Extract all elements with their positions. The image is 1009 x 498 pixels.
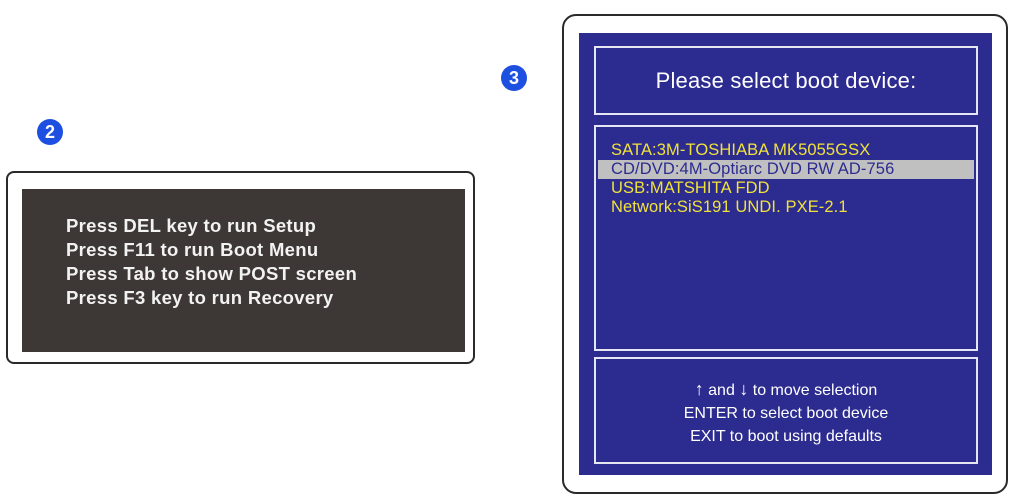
boot-menu-help-box: ↑ and ↓ to move selection ENTER to selec… — [594, 357, 978, 464]
boot-device-network[interactable]: Network:SiS191 UNDI. PXE-2.1 — [611, 198, 848, 216]
help-move-text: to move selection — [752, 382, 878, 399]
post-screen-frame: Press DEL key to run Setup Press F11 to … — [6, 171, 475, 364]
help-move-line: ↑ and ↓ to move selection — [596, 379, 976, 402]
help-exit-line: EXIT to boot using defaults — [690, 428, 882, 445]
step-3-badge: 3 — [501, 65, 527, 91]
post-message-recovery: Press F3 key to run Recovery — [66, 287, 334, 308]
boot-menu-title-box: Please select boot device: — [594, 46, 978, 115]
boot-device-list: SATA:3M-TOSHIABA MK5055GSX CD/DVD:4M-Opt… — [598, 141, 974, 217]
post-message-post-screen: Press Tab to show POST screen — [66, 263, 358, 284]
boot-menu-help: ↑ and ↓ to move selection ENTER to selec… — [596, 379, 976, 448]
arrow-down-icon: ↓ — [739, 379, 749, 399]
post-message-setup: Press DEL key to run Setup — [66, 215, 317, 236]
help-enter-line: ENTER to select boot device — [683, 405, 889, 422]
boot-menu-frame: Please select boot device: SATA:3M-TOSHI… — [562, 14, 1008, 494]
boot-device-sata[interactable]: SATA:3M-TOSHIABA MK5055GSX — [611, 141, 871, 159]
boot-device-cd-dvd-selected[interactable]: CD/DVD:4M-Optiarc DVD RW AD-756 — [598, 160, 974, 179]
boot-menu-screen: Please select boot device: SATA:3M-TOSHI… — [579, 33, 992, 475]
post-message-boot-menu: Press F11 to run Boot Menu — [66, 239, 319, 260]
help-and-word: and — [708, 382, 735, 399]
post-message-list: Press DEL key to run Setup Press F11 to … — [66, 214, 357, 310]
boot-menu-title: Please select boot device: — [655, 68, 917, 93]
boot-device-usb[interactable]: USB:MATSHITA FDD — [611, 179, 770, 197]
post-screen: Press DEL key to run Setup Press F11 to … — [22, 189, 465, 352]
step-2-badge: 2 — [37, 119, 63, 145]
arrow-up-icon: ↑ — [694, 379, 704, 399]
boot-device-list-box: SATA:3M-TOSHIABA MK5055GSX CD/DVD:4M-Opt… — [594, 125, 978, 351]
